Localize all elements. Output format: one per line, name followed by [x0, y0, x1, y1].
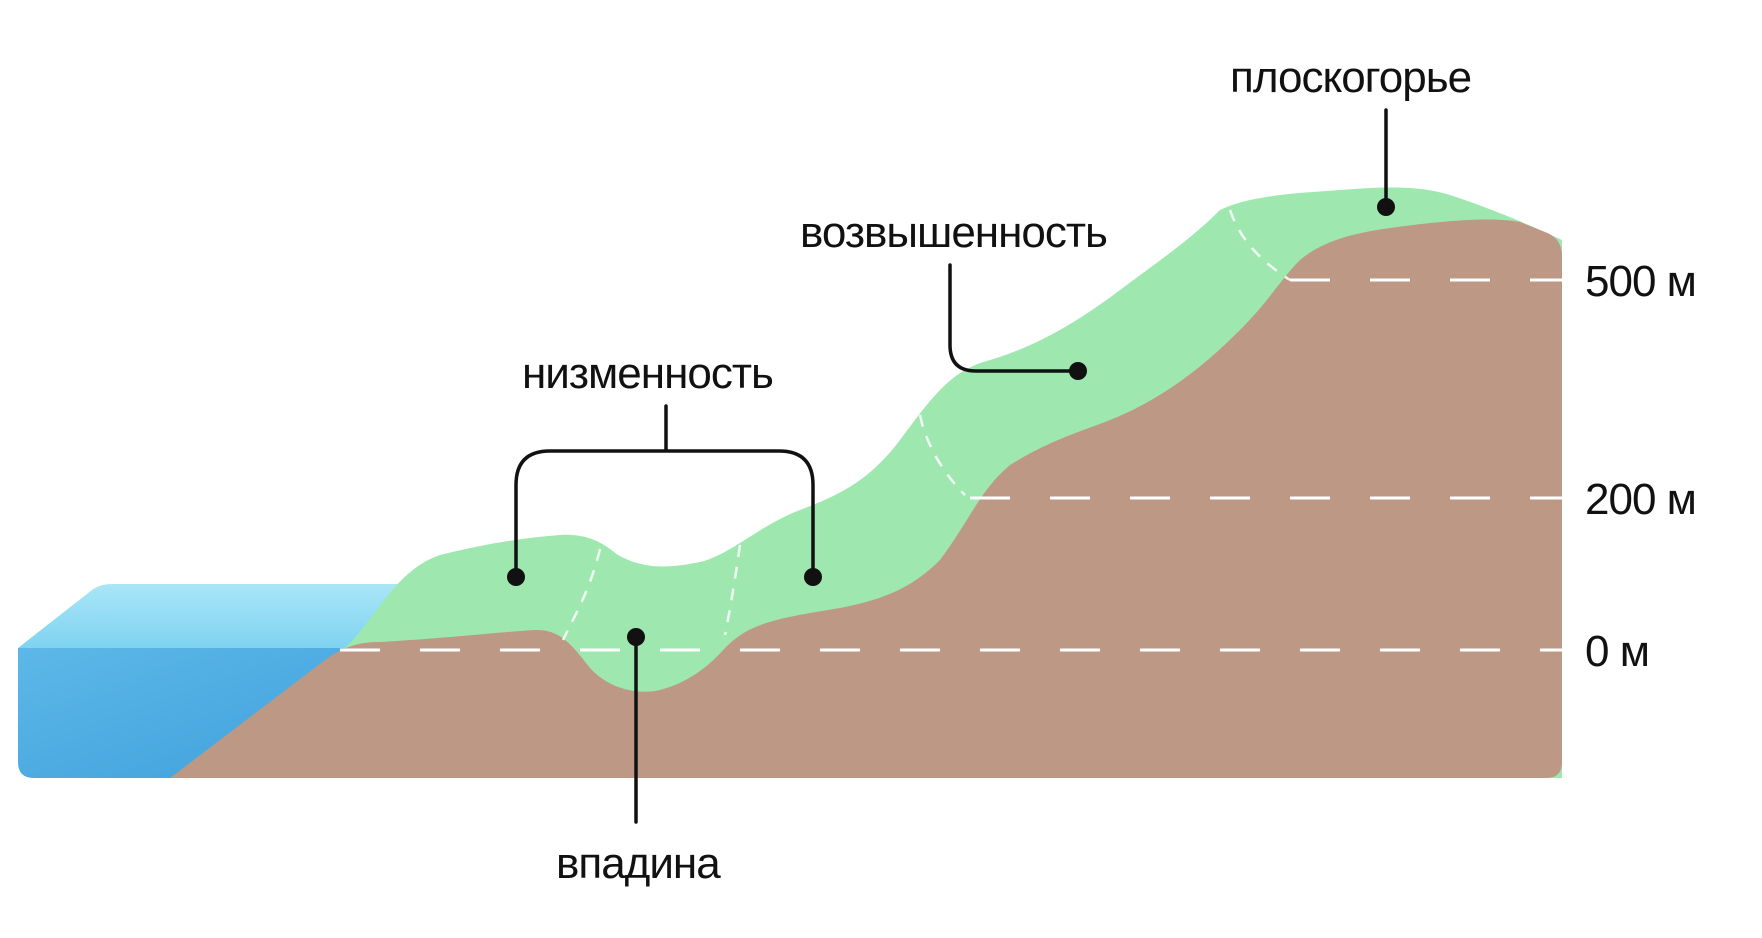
level-label-500: 500 м — [1585, 257, 1696, 306]
label-plateau: плоскогорье — [1230, 53, 1471, 102]
marker-upland — [1069, 362, 1087, 380]
level-label-0: 0 м — [1585, 627, 1649, 676]
marker-plateau — [1377, 198, 1395, 216]
label-upland: возвышенность — [800, 208, 1107, 257]
label-depression: впадина — [556, 839, 721, 888]
marker-lowland-right — [804, 568, 822, 586]
level-label-200: 200 м — [1585, 475, 1696, 524]
label-lowland: низменность — [522, 349, 773, 398]
marker-lowland-left — [507, 568, 525, 586]
water-top-surface — [18, 584, 398, 648]
